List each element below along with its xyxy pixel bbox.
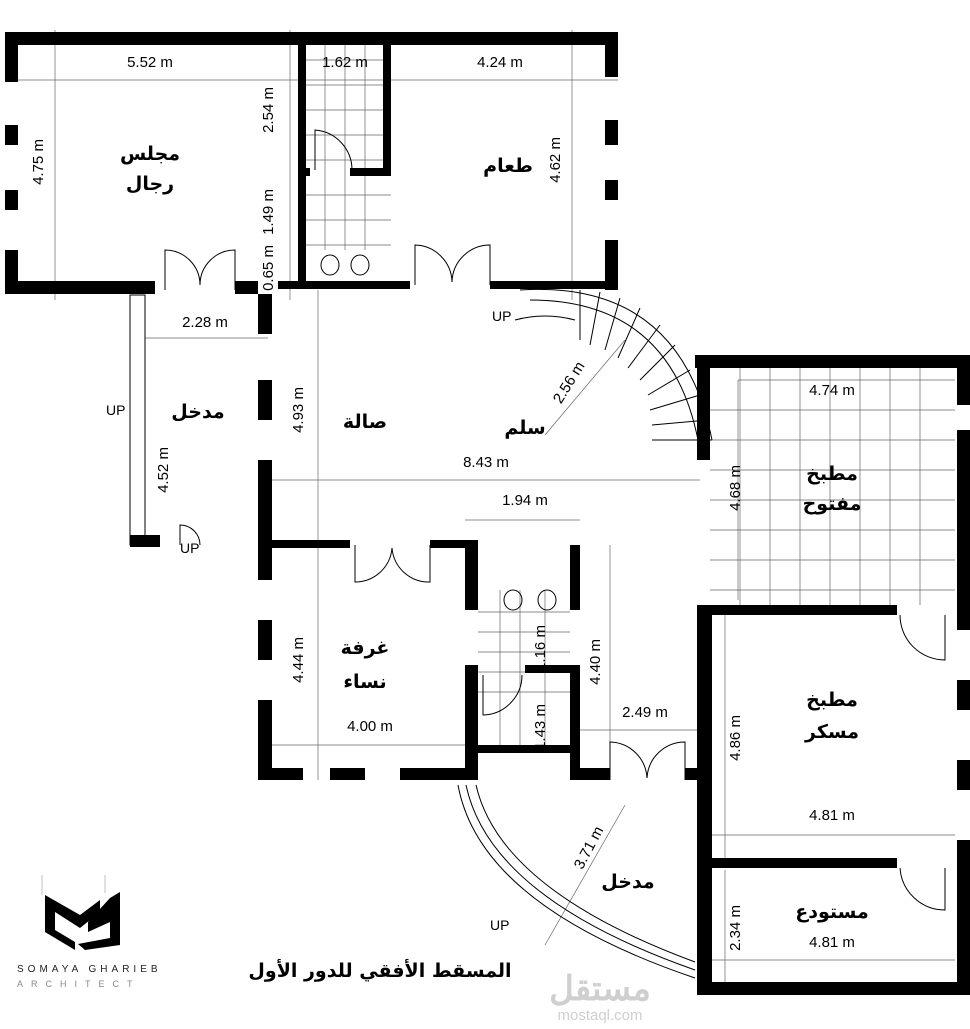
dim-label: 3.71 m [571, 824, 608, 872]
room-main-entry: مدخل [601, 871, 654, 893]
watermark-latin: mostaql.com [557, 1007, 642, 1024]
curved-stair [514, 288, 713, 441]
dim-label: 4.93 m [290, 387, 307, 433]
dim-label: 1.49 m [260, 189, 277, 235]
sink-icon [320, 254, 340, 276]
dim-label: 1.94 m [502, 492, 548, 509]
dim-label: 4.44 m [290, 637, 307, 683]
dim-label: 4.52 m [155, 447, 172, 493]
dim-label: 2.34 m [727, 905, 744, 951]
dim-label: 4.68 m [727, 465, 744, 511]
bathroom-tiles [306, 45, 955, 745]
dim-label: 4.86 m [727, 715, 744, 761]
room-women-2: نساء [343, 671, 386, 693]
room-dining: طعام [483, 155, 533, 177]
room-closed-kitchen-2: مسكر [804, 721, 859, 743]
up-labels: UP UP UP UP [106, 308, 511, 933]
room-storage: مستودع [795, 901, 869, 923]
dim-label: 2.54 m [260, 87, 277, 133]
dim-label: 4.75 m [30, 139, 47, 185]
dim-label: 1.62 m [322, 54, 368, 71]
room-open-kitchen: مطبخ [806, 463, 858, 485]
doors [164, 129, 946, 911]
dim-label: 5.52 m [127, 54, 173, 71]
room-open-kitchen-2: مفتوح [803, 493, 862, 515]
architect-logo: SOMAYA GHARIEB ARCHITECT [17, 875, 162, 989]
sink-icon [350, 254, 370, 276]
dim-label: 4.40 m [587, 639, 604, 685]
dim-label: 1.16 m [532, 625, 549, 671]
dim-label: 4.81 m [809, 934, 855, 951]
logo-name: SOMAYA GHARIEB [17, 964, 162, 975]
room-majlis: مجلس [120, 143, 180, 165]
dim-label: 4.81 m [809, 807, 855, 824]
sinks [320, 254, 557, 611]
dim-label: 2.56 m [550, 359, 589, 407]
up-label: UP [492, 308, 511, 324]
dim-label: 4.62 m [547, 137, 564, 183]
dim-label: 8.43 m [463, 454, 509, 471]
dimension-lines [5, 30, 955, 990]
watermark: مستقل mostaql.com [549, 970, 651, 1024]
sink-icon [537, 589, 557, 611]
room-hall: صالة [343, 411, 387, 433]
dim-label: 0.65 m [260, 245, 277, 291]
room-majlis-2: رجال [126, 173, 174, 195]
up-label: UP [180, 540, 199, 556]
up-label: UP [106, 402, 125, 418]
dim-label: 4.24 m [477, 54, 523, 71]
dim-label: 4.74 m [809, 382, 855, 399]
logo-mark-icon [45, 892, 120, 950]
room-stairs: سلم [504, 417, 545, 439]
plan-title: المسقط الأفقي للدور الأول [248, 959, 511, 982]
logo-subtitle: ARCHITECT [17, 979, 141, 989]
room-labels: مجلس رجال طعام مدخل صالة سلم مطبخ مفتوح … [120, 143, 869, 923]
sink-icon [503, 589, 523, 611]
entry-arc [457, 784, 696, 979]
room-side-entry: مدخل [171, 401, 224, 423]
up-label: UP [490, 917, 509, 933]
walls [5, 32, 970, 995]
dim-label: 2.28 m [182, 314, 228, 331]
watermark-arabic: مستقل [549, 970, 651, 1008]
room-women: غرفة [341, 637, 390, 659]
dim-label: 2.49 m [622, 704, 668, 721]
dim-label: 4.00 m [347, 718, 393, 735]
dim-label: 1.43 m [532, 704, 549, 750]
room-closed-kitchen: مطبخ [806, 689, 858, 711]
